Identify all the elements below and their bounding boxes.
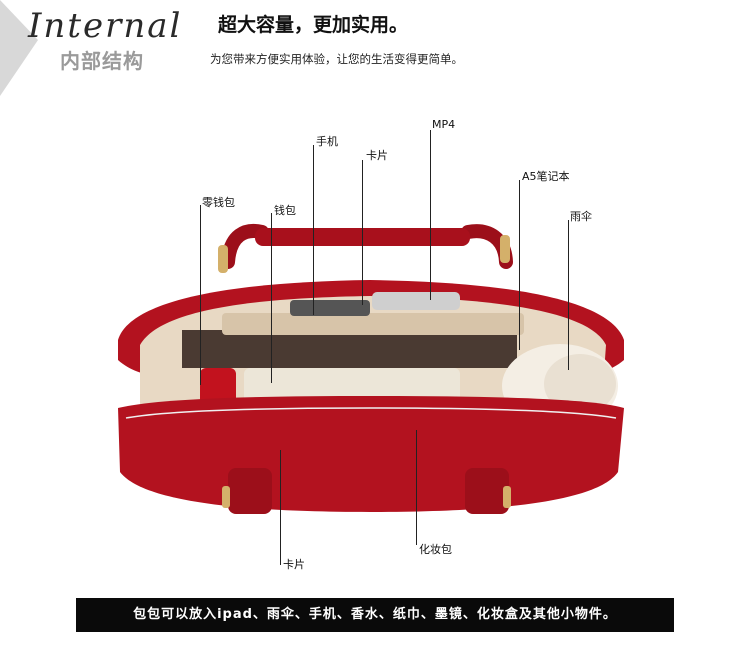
leader-card-bottom — [280, 450, 281, 565]
label-mp4: MP4 — [432, 118, 456, 131]
label-umbrella: 雨伞 — [570, 210, 592, 223]
subtitle-chinese: 内部结构 — [60, 49, 144, 73]
title-english: Internal — [28, 6, 183, 46]
leader-wallet — [271, 213, 272, 383]
label-card-top: 卡片 — [366, 149, 388, 162]
label-card-bottom: 卡片 — [283, 558, 305, 571]
leader-card-top — [362, 160, 363, 305]
label-phone: 手机 — [316, 135, 338, 148]
label-cosmetic-bag: 化妆包 — [419, 543, 452, 556]
label-wallet: 钱包 — [274, 204, 296, 217]
description-text: 为您带来方便实用体验，让您的生活变得更简单。 — [210, 52, 463, 66]
label-coin-purse: 零钱包 — [202, 196, 235, 209]
leader-mp4 — [430, 130, 431, 300]
label-a5-notebook: A5笔记本 — [522, 170, 570, 183]
title-chinese: 超大容量，更加实用。 — [218, 14, 409, 36]
leader-phone — [313, 145, 314, 315]
leader-umbrella — [568, 220, 569, 370]
leader-coin-purse — [200, 205, 201, 385]
leader-a5 — [519, 180, 520, 350]
handbag-interior-image — [118, 224, 624, 514]
leader-cosmetic-bag — [416, 430, 417, 545]
footer-banner: 包包可以放入ipad、雨伞、手机、香水、纸巾、墨镜、化妆盒及其他小物件。 — [76, 598, 674, 632]
corner-decoration — [0, 0, 38, 96]
